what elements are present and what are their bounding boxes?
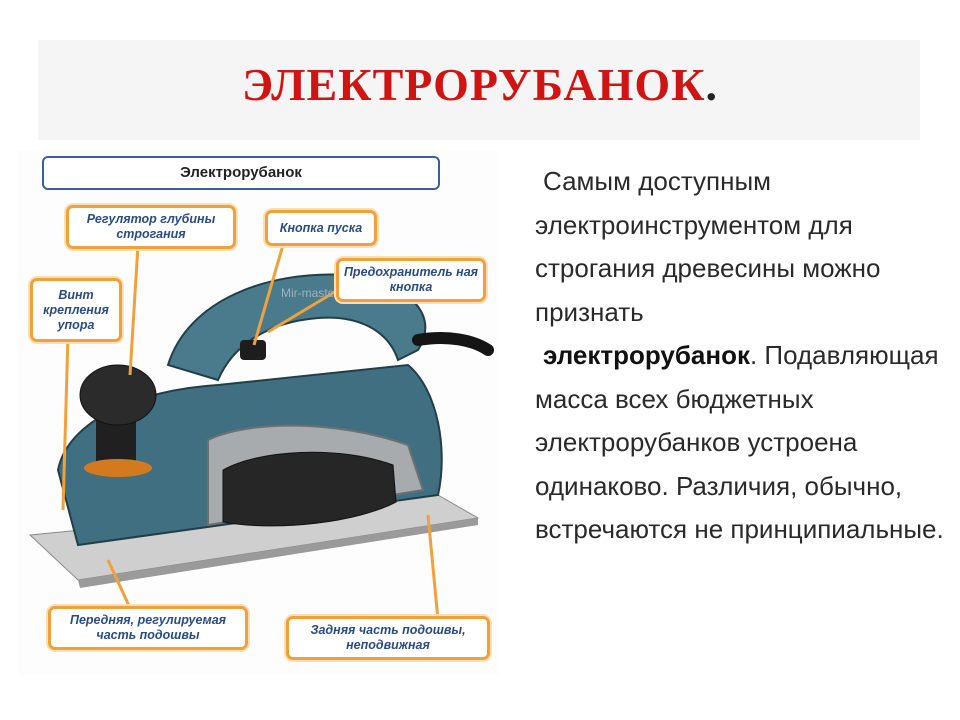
depth-scale-ring <box>84 459 152 477</box>
callout-safety-button: Предохранитель ная кнопка <box>336 258 486 302</box>
diagram-header: Электрорубанок <box>42 156 440 190</box>
callout-front-sole: Передняя, регулируемая часть подошвы <box>48 606 248 650</box>
depth-knob <box>79 364 157 426</box>
sole-edge <box>78 518 478 588</box>
title-text: ЭЛЕКТРОРУБАНОК <box>241 59 706 110</box>
planer-illustration <box>28 244 494 621</box>
description-text: Самым доступным электроинструментом для … <box>535 160 945 552</box>
leader-screw <box>61 334 70 511</box>
power-cord <box>412 332 494 356</box>
callout-stop-screw: Винт крепления упора <box>30 278 122 342</box>
callout-depth-regulator: Регулятор глубины строгания <box>66 205 236 249</box>
callout-start-button: Кнопка пуска <box>265 210 377 246</box>
callout-rear-sole: Задняя часть подошвы, неподвижная <box>286 616 490 660</box>
description-rest: . Подавляющая масса всех бюджетных элект… <box>535 340 944 544</box>
start-button-shape <box>240 340 266 360</box>
leader-safety <box>267 288 339 334</box>
leader-start <box>252 244 285 346</box>
slide-title: ЭЛЕКТРОРУБАНОК. <box>0 58 960 111</box>
leader-front <box>106 559 132 609</box>
description-para-2: электрорубанок. Подавляющая масса всех б… <box>535 334 945 552</box>
highlight-term: электрорубанок <box>543 340 750 370</box>
planer-diagram: Электрорубанок Mir-mastera.ru Регулятор … <box>18 150 498 675</box>
title-dot: . <box>705 59 719 110</box>
belt-cover <box>222 451 397 527</box>
leader-rear <box>426 514 440 621</box>
title-band <box>38 40 920 140</box>
leader-depth <box>128 244 140 376</box>
description-para-1: Самым доступным электроинструментом для … <box>535 166 881 327</box>
